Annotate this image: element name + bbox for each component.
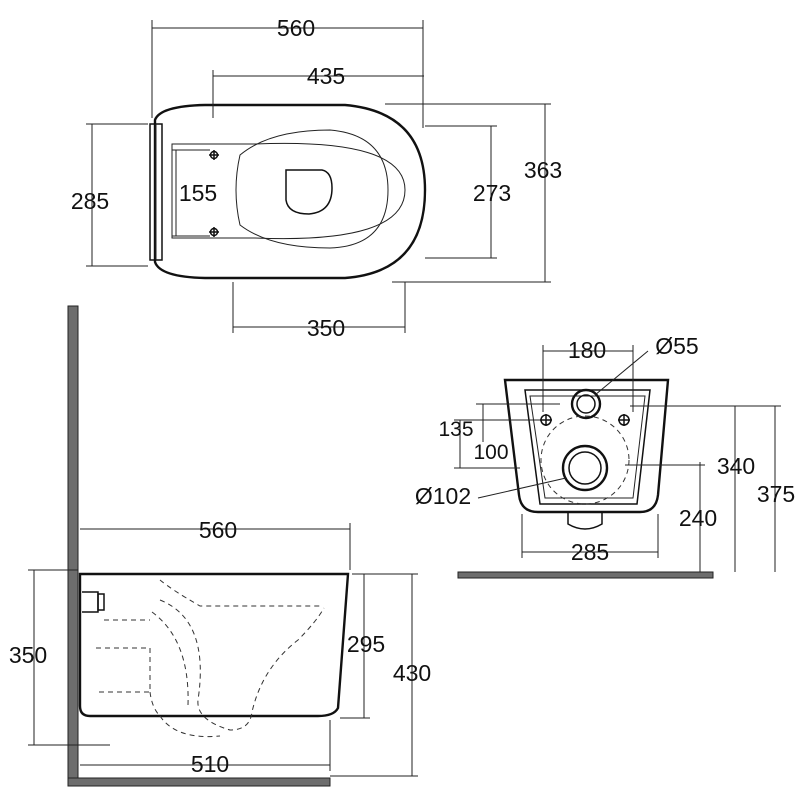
side-view-trap bbox=[159, 599, 325, 731]
dim-rear-inlet-spacing: 180 bbox=[568, 337, 606, 363]
fixing-hole-icon bbox=[540, 414, 630, 426]
wall-section bbox=[67, 305, 79, 785]
dim-top-inner-width: 273 bbox=[473, 180, 511, 206]
inlet-circle bbox=[570, 388, 602, 420]
dim-rear-base-width: 285 bbox=[571, 539, 609, 565]
dim-side-bowl-height: 295 bbox=[347, 631, 385, 657]
dim-top-overall-width: 363 bbox=[524, 157, 562, 183]
dim-rear-bowl-width: 340 bbox=[717, 453, 755, 479]
side-view-outline bbox=[78, 572, 350, 718]
dim-side-overall-length: 560 bbox=[199, 517, 237, 543]
floor-section bbox=[67, 777, 331, 787]
rear-view: 180 Ø55 135 100 Ø102 340 375 240 285 bbox=[415, 333, 795, 579]
top-view-outline bbox=[153, 103, 427, 280]
dim-rear-inlet-diameter: Ø55 bbox=[655, 333, 698, 359]
fixing-cross-icon bbox=[209, 150, 219, 237]
dim-rear-overall-height: 375 bbox=[757, 481, 795, 507]
top-view-outlet bbox=[285, 169, 333, 215]
dim-side-base-length: 510 bbox=[191, 751, 229, 777]
dim-side-rim-height: 430 bbox=[393, 660, 431, 686]
dim-top-overall-length: 560 bbox=[277, 15, 315, 41]
dim-rear-outlet-diameter: Ø102 bbox=[415, 483, 471, 509]
dim-top-fixing-spacing: 155 bbox=[179, 180, 217, 206]
dim-rear-outlet-height: 240 bbox=[679, 505, 717, 531]
side-view-inlet bbox=[82, 591, 99, 613]
dim-top-seat-length: 435 bbox=[307, 63, 345, 89]
dim-top-bracket-height: 285 bbox=[71, 188, 109, 214]
dim-rear-fixing-upper: 135 bbox=[438, 418, 473, 441]
top-view-seat bbox=[235, 129, 389, 249]
dim-side-fixing-height: 350 bbox=[9, 642, 47, 668]
top-view: 560 435 285 155 273 363 350 bbox=[71, 15, 562, 341]
rear-view-spigot bbox=[567, 512, 603, 530]
outlet-circle bbox=[561, 444, 609, 492]
side-view: 560 510 350 295 430 bbox=[9, 305, 431, 787]
dim-rear-fixing-lower: 100 bbox=[473, 441, 508, 464]
rear-view-panel bbox=[524, 389, 651, 505]
rear-view-outline bbox=[503, 378, 670, 514]
rear-view-floor bbox=[457, 571, 714, 579]
top-view-back-strip bbox=[149, 123, 163, 261]
top-view-inner-rim bbox=[171, 142, 406, 240]
dim-top-rear-to-outlet: 350 bbox=[307, 315, 345, 341]
